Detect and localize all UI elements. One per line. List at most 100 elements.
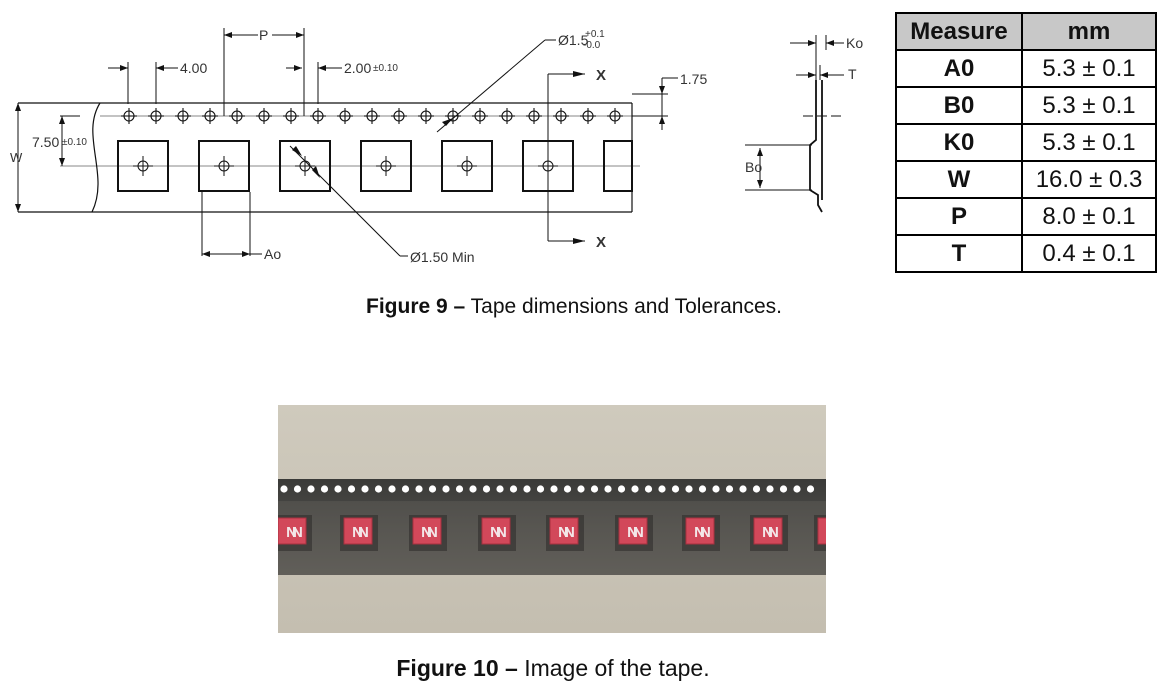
photo-sprocket-hole <box>685 485 693 493</box>
photo-sprocket-hole <box>455 485 464 493</box>
chip: NN <box>409 515 447 551</box>
figure-9-caption: Figure 9 – Tape dimensions and Tolerance… <box>0 295 1148 319</box>
chip: NN <box>278 515 312 551</box>
label-t: T <box>848 66 857 82</box>
chip: NN <box>340 515 378 551</box>
figure-10-text: Image of the tape. <box>517 655 710 681</box>
photo-sprocket-hole <box>401 485 410 493</box>
photo-sprocket-hole <box>617 485 626 493</box>
photo-sprocket-hole <box>752 485 761 493</box>
label-x-bottom: X <box>596 234 606 251</box>
label-ao: Ao <box>264 246 281 262</box>
label-hole: Ø1.5 <box>558 32 589 48</box>
photo-sprocket-hole <box>550 485 558 493</box>
photo-sprocket-hole <box>509 485 518 493</box>
label-min-hole: Ø1.50 Min <box>410 249 475 265</box>
chip: NN <box>750 515 788 551</box>
photo-sprocket-hole <box>374 485 383 493</box>
header-mm: mm <box>1021 12 1157 51</box>
photo-sprocket-hole <box>739 485 747 493</box>
figure-9-label: Figure 9 – <box>366 295 466 318</box>
photo-sprocket-hole <box>347 485 356 493</box>
tape-pocket <box>279 140 331 192</box>
tape-pocket <box>117 140 169 192</box>
photo-sprocket-hole <box>725 485 734 493</box>
tape-pocket <box>360 140 412 192</box>
label-tol-200: ±0.10 <box>373 63 398 74</box>
photo-sprocket-hole <box>428 485 437 493</box>
value-cell: 5.3 ± 0.1 <box>1021 49 1157 88</box>
label-175: 1.75 <box>680 71 707 87</box>
photo-sprocket-hole <box>644 485 653 493</box>
label-bo: Bo <box>745 159 762 175</box>
table-row: T 0.4 ± 0.1 <box>895 234 1157 273</box>
table-header-row: Measure mm <box>895 12 1157 51</box>
dimensions-table: Measure mm A0 5.3 ± 0.1 B0 5.3 ± 0.1 K0 … <box>895 12 1157 273</box>
photo-sprocket-hole <box>806 485 815 493</box>
tape-pocket <box>198 140 250 192</box>
label-pitch-400: 4.00 <box>180 60 207 76</box>
photo-sprocket-hole <box>293 485 302 493</box>
label-pitch-200: 2.00 <box>344 60 371 76</box>
photo-sprocket-hole <box>280 485 288 493</box>
photo-sprocket-hole <box>698 485 707 493</box>
photo-sprocket-hole <box>536 485 545 493</box>
table-row: W 16.0 ± 0.3 <box>895 160 1157 199</box>
table-row: B0 5.3 ± 0.1 <box>895 86 1157 125</box>
chip: NN <box>682 515 720 551</box>
label-w: W <box>10 150 23 165</box>
photo-sprocket-hole <box>320 485 329 493</box>
photo-sprocket-hole <box>563 485 572 493</box>
label-hole-tol-plus: +0.1 <box>585 29 605 40</box>
chip: NN <box>814 515 826 551</box>
photo-sprocket-hole <box>469 485 477 493</box>
label-ko: Ko <box>846 35 863 51</box>
tape-pocket <box>603 140 633 192</box>
table-row: K0 5.3 ± 0.1 <box>895 123 1157 162</box>
photo-sprocket-hole <box>577 485 585 493</box>
table-row: A0 5.3 ± 0.1 <box>895 49 1157 88</box>
photo-sprocket-hole <box>482 485 491 493</box>
figure-10-label: Figure 10 – <box>396 655 518 681</box>
photo-sprocket-hole <box>523 485 531 493</box>
photo-sprocket-hole <box>307 485 315 493</box>
tape-drawing: P 4.00 2.00 ±0.10 Ø1.5 +0.1 -0.0 X X 1.7… <box>10 27 863 265</box>
figure-9-text: Tape dimensions and Tolerances. <box>465 295 782 318</box>
photo-sprocket-hole <box>496 485 504 493</box>
chip: NN <box>546 515 584 551</box>
photo-sprocket-hole <box>442 485 450 493</box>
value-cell: 0.4 ± 0.1 <box>1021 234 1157 273</box>
chip: NN <box>478 515 516 551</box>
label-hole-tol-minus: -0.0 <box>583 40 601 51</box>
label-750: 7.50 <box>32 134 59 150</box>
photo-sprocket-hole <box>712 485 720 493</box>
measure-cell: B0 <box>895 86 1023 125</box>
photo-sprocket-hole <box>671 485 680 493</box>
photo-sprocket-hole <box>658 485 666 493</box>
photo-sprocket-hole <box>388 485 396 493</box>
measure-cell: W <box>895 160 1023 199</box>
value-cell: 5.3 ± 0.1 <box>1021 86 1157 125</box>
figure-10-caption: Figure 10 – Image of the tape. <box>0 655 1106 682</box>
tape-photo: NN NN NN NN NN NN NN NN NN <box>278 405 826 633</box>
measure-cell: P <box>895 197 1023 236</box>
table-row: P 8.0 ± 0.1 <box>895 197 1157 236</box>
header-measure: Measure <box>895 12 1023 51</box>
photo-sprocket-hole <box>361 485 369 493</box>
chip: NN <box>615 515 653 551</box>
photo-sprocket-hole <box>779 485 788 493</box>
label-p: P <box>259 27 268 43</box>
label-tol-750: ±0.10 <box>62 137 87 148</box>
photo-sprocket-hole <box>604 485 612 493</box>
photo-sprocket-hole <box>793 485 801 493</box>
value-cell: 5.3 ± 0.1 <box>1021 123 1157 162</box>
measure-cell: T <box>895 234 1023 273</box>
photo-sprocket-hole <box>415 485 423 493</box>
value-cell: 16.0 ± 0.3 <box>1021 160 1157 199</box>
value-cell: 8.0 ± 0.1 <box>1021 197 1157 236</box>
label-x-top: X <box>596 67 606 84</box>
photo-sprocket-hole <box>590 485 599 493</box>
photo-sprocket-hole <box>631 485 639 493</box>
measure-cell: K0 <box>895 123 1023 162</box>
photo-sprocket-hole <box>766 485 774 493</box>
